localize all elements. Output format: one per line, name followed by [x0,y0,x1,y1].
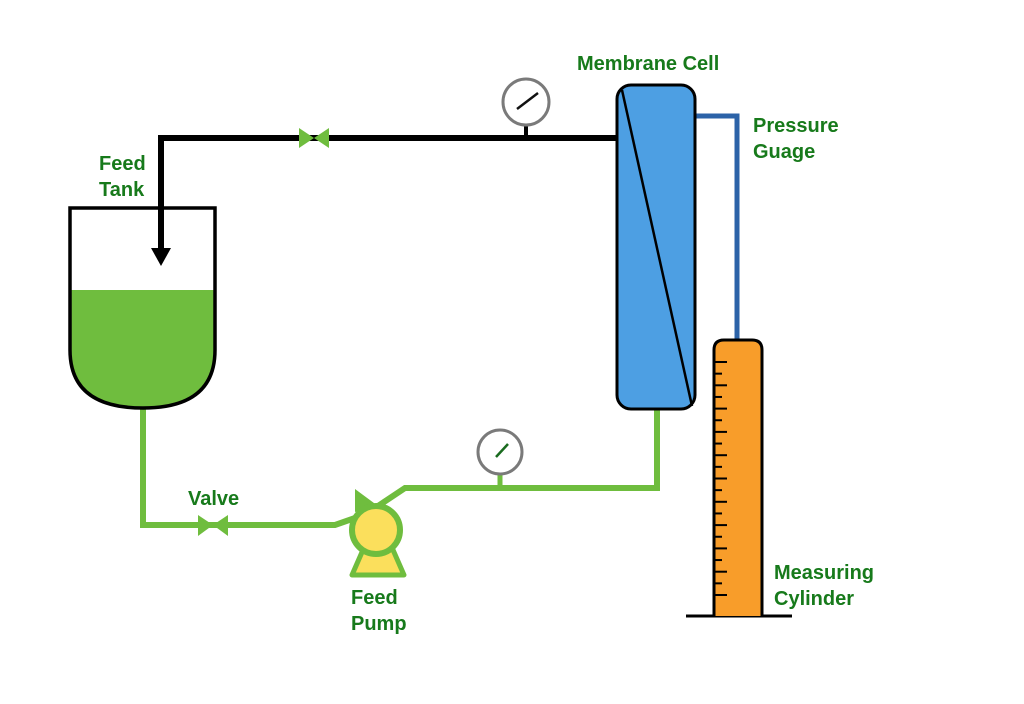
permeate-line [695,113,740,340]
pressure-gauge-label-line2: Guage [753,141,815,163]
feed-pump-label-line2: Pump [351,613,407,635]
top-valve-icon[interactable] [299,128,329,148]
measuring-cylinder-label-line2: Cylinder [774,588,854,610]
bottom-pressure-gauge-icon [476,428,524,488]
measuring-cylinder [686,338,792,618]
feed-tank-label-line1: Feed [99,153,146,175]
membrane-cell [615,83,697,411]
feed-tank [68,206,217,410]
bottom-valve-icon[interactable] [198,515,228,536]
membrane-line [620,89,694,407]
feed-pump-label-line1: Feed [351,587,398,609]
top-pressure-gauge-icon [501,77,551,138]
valve-label: Valve [188,488,239,510]
feed-tank-label-line2: Tank [99,179,145,201]
pressure-gauge-label-line1: Pressure [753,115,839,137]
retentate-return-pipe [158,135,617,250]
feed-tank-liquid [70,290,215,408]
pump-to-membrane-pipe [376,408,660,509]
feed-pump-icon[interactable] [349,489,407,578]
flow-arrow-icon [151,248,171,266]
membrane-cell-label: Membrane Cell [577,53,719,75]
feed-pipe-to-pump [140,408,356,528]
cylinder-scale [715,361,727,596]
feed-tank-vessel [68,206,217,410]
measuring-cylinder-label-line1: Measuring [774,562,874,584]
